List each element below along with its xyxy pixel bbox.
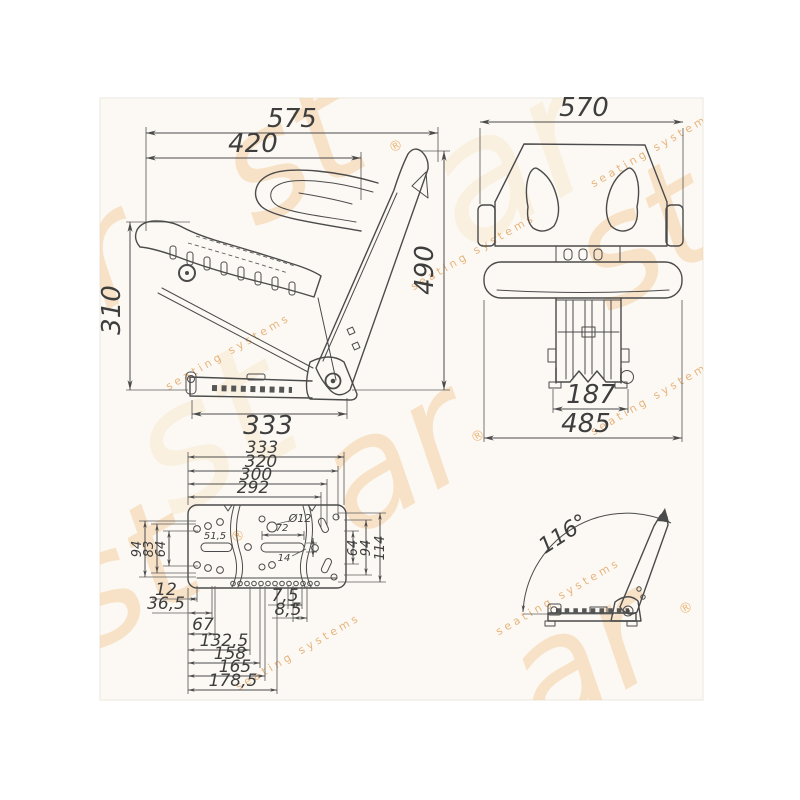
watermark-registered-mark: ®	[676, 598, 696, 619]
dim-plate-left-83: 83	[142, 541, 157, 558]
dim-plate-bottom-178-5: 178,5	[209, 671, 258, 691]
dim-plate-hole-dia: Ø12	[288, 512, 312, 525]
backrest-cutout-right	[605, 167, 640, 232]
dim-side-overall-height: 490	[410, 245, 440, 295]
side-view: 575 420 490 310 333	[97, 104, 450, 441]
dim-plate-bottom-7-5: 7,5	[271, 586, 298, 606]
seat-cushion-side	[134, 220, 322, 298]
watermark-registered-mark: ®	[228, 526, 248, 547]
backrest-cutout-left	[525, 167, 560, 232]
watermark-registered-mark: ®	[386, 136, 406, 157]
dim-plate-slot-height: 14	[278, 553, 291, 564]
spring-slots	[169, 245, 296, 296]
dim-front-cushion-width: 485	[561, 409, 611, 439]
dim-plate-bottom-67: 67	[192, 615, 214, 635]
dim-plate-slot-left: 51,5	[204, 531, 226, 542]
dim-plate-top-333: 333	[246, 438, 278, 458]
dim-plate-bottom-36-5: 36,5	[147, 594, 185, 614]
dim-side-overall-width: 575	[267, 104, 317, 134]
dim-side-cushion-width: 420	[228, 129, 278, 159]
plate-hole-row	[230, 580, 320, 587]
dim-plate-bottom-132-5: 132,5	[200, 631, 249, 651]
plate-center-holes	[244, 515, 290, 571]
watermark-registered-mark: ®	[468, 426, 488, 447]
suspension-front	[547, 297, 634, 389]
dim-front-suspension-width: 187	[566, 380, 616, 410]
mounting-plate-view: 333 320 300 292	[130, 438, 388, 694]
armrest-side	[254, 169, 379, 232]
dim-front-overall-width: 570	[559, 93, 609, 123]
plate-body: 51,5 Ø12 72 14	[187, 504, 347, 589]
dim-plate-bottom-158: 158	[214, 644, 247, 664]
dim-plate-top-300: 300	[240, 465, 272, 485]
dim-side-cushion-height: 310	[97, 285, 127, 335]
plate-left-holes	[193, 518, 224, 574]
plate-slot-center	[260, 542, 305, 553]
backrest-front	[477, 143, 684, 263]
front-view: 570 187 485	[477, 93, 684, 442]
dim-plate-right-94: 94	[359, 540, 374, 557]
dim-side-base-length: 333	[243, 411, 293, 441]
dim-plate-top-292: 292	[237, 478, 269, 498]
dim-plate-bottom-165: 165	[219, 657, 251, 677]
dim-plate-left-94: 94	[130, 541, 145, 558]
dim-plate-right-64: 64	[346, 540, 361, 557]
dim-plate-top-320: 320	[245, 452, 277, 472]
seat-cushion-front	[483, 261, 683, 299]
plate-slot-left	[200, 542, 233, 552]
dim-plate-left-64: 64	[154, 541, 169, 558]
dim-plate-slot-len: 72	[276, 523, 289, 534]
dim-plate-right-114: 114	[373, 536, 388, 561]
backrest-side	[315, 148, 429, 396]
slide-rail-side	[157, 287, 358, 401]
plate-right-holes	[311, 513, 340, 581]
dim-plate-bottom-12: 12	[155, 580, 177, 600]
dim-plate-bottom-8-5: 8,5	[274, 600, 301, 620]
folded-backrest-bar	[610, 508, 669, 622]
angle-arc	[521, 512, 672, 613]
